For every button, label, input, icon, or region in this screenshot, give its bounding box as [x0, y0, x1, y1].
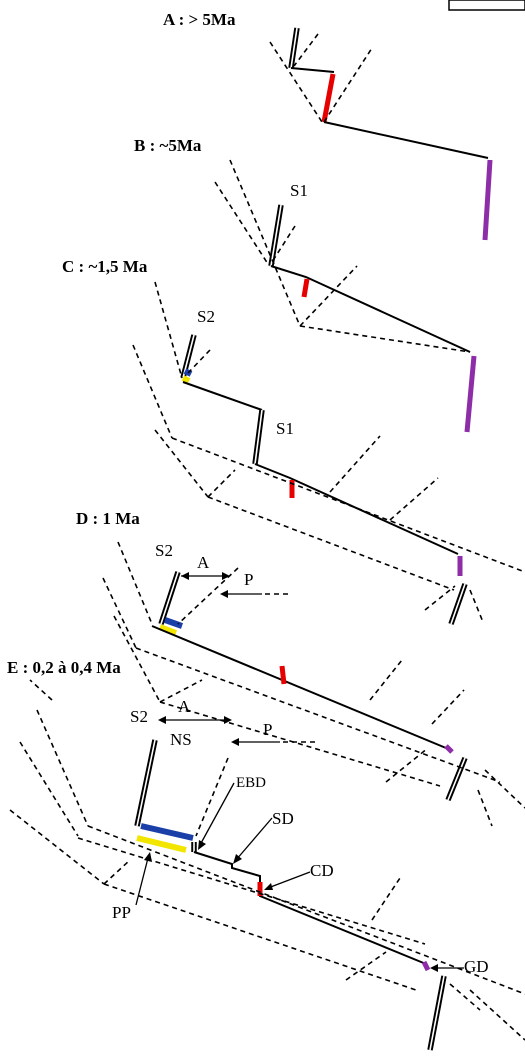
stage-e-dashed-8: [104, 860, 130, 884]
stage-e-dashed-2: [20, 742, 78, 836]
stage-e-double-fault-lower: [430, 976, 444, 1050]
stage-e-dashed-4: [30, 680, 52, 700]
stage-c-dashed-8: [390, 478, 438, 520]
label-s2-stage-c: S2: [197, 307, 215, 326]
label-sd: SD: [272, 809, 294, 828]
stage-a-red-marker: [324, 74, 333, 122]
stage-e-dashed-7: [78, 838, 425, 944]
label-cd: CD: [310, 861, 334, 880]
label-pp: PP: [112, 903, 131, 922]
stage-d-dashed-2: [103, 578, 136, 648]
label-s2-stage-e: S2: [130, 707, 148, 726]
stage-e-sd-pointer: [236, 818, 272, 860]
label-s2-stage-d: S2: [155, 541, 173, 560]
stage-d-p-arrow: [220, 590, 292, 598]
stage-e-p-arrow: [231, 738, 318, 746]
stage-d-dashed-8: [432, 690, 464, 724]
stage-c-title: C : ~1,5 Ma: [62, 257, 148, 276]
stage-e-pp-pointer: [136, 858, 148, 905]
corner-frame: [449, 0, 525, 10]
stage-c-dashed-6: [208, 470, 235, 497]
stage-e: E : 0,2 à 0,4 Ma S2 A NS P EBD SD CD PP …: [7, 658, 525, 1050]
label-p-stage-d: P: [244, 570, 253, 589]
stage-d-dashed-1: [118, 542, 152, 624]
label-ns: NS: [170, 730, 192, 749]
stage-c-dashed-3: [155, 430, 208, 497]
stage-e-dashed-1: [37, 710, 88, 826]
stage-c-dashed-10: [470, 590, 483, 622]
label-p-stage-e: P: [263, 720, 272, 739]
stage-e-dashed-6: [104, 884, 416, 990]
stage-b-dashed-c: [300, 326, 470, 352]
stage-e-gd-pointer-head: [430, 964, 438, 972]
stage-b-red-marker: [304, 279, 307, 297]
stage-c-dashed-7: [330, 436, 380, 492]
label-ebd: EBD: [236, 775, 266, 791]
label-a-stage-d: A: [197, 553, 210, 572]
stage-e-dashed-11: [470, 990, 525, 1040]
stage-a-profile: [291, 68, 334, 72]
stage-c-yellow-marker: [183, 378, 189, 381]
label-gd: GD: [464, 957, 489, 976]
stage-b: B : ~5Ma S1: [134, 136, 474, 432]
stage-e-dashed-5: [88, 826, 525, 994]
label-s1-stage-b: S1: [290, 181, 308, 200]
stage-e-title: E : 0,2 à 0,4 Ma: [7, 658, 121, 677]
stage-d-title: D : 1 Ma: [76, 509, 140, 528]
stage-d-dashed-11: [478, 790, 492, 826]
stage-e-dashed-9: [372, 878, 400, 920]
stage-e-blue-marker-ns: [141, 826, 193, 838]
stage-e-cd-pointer: [268, 872, 310, 888]
stage-e-a-arrow: [158, 716, 232, 724]
stage-b-purple-marker: [467, 356, 474, 432]
stage-c-double-fault-s1: [255, 410, 262, 464]
stage-c-dashed-9: [425, 586, 455, 610]
stage-c-profile-lower: [255, 464, 458, 554]
stage-e-yellow-marker-pp: [137, 838, 186, 850]
stage-a-dashed-left: [270, 42, 322, 122]
label-a-stage-e: A: [178, 697, 191, 716]
stage-a-title: A : > 5Ma: [163, 10, 236, 29]
stage-a-profile-lower: [324, 122, 488, 158]
stage-d-dashed-4: [136, 648, 500, 782]
stage-c-dashed-1: [155, 282, 182, 378]
stage-b-dashed-a: [215, 182, 268, 264]
stage-e-dashed-10: [346, 952, 386, 980]
stage-e-cd-pointer-head: [264, 883, 273, 890]
stage-c-dashed-2: [133, 345, 172, 438]
stage-d-blue-marker: [165, 620, 182, 626]
stage-d-red-marker: [282, 666, 284, 684]
stage-d-dashed-10: [485, 770, 525, 808]
stage-a-purple-marker: [485, 160, 490, 240]
stage-c-profile-upper: [183, 382, 262, 410]
stage-d-dashed-3: [114, 616, 160, 702]
stage-a-double-fault: [291, 28, 297, 68]
stage-b-profile: [271, 266, 470, 352]
stage-d-purple-marker: [446, 746, 452, 752]
stage-e-double-fault-s2: [137, 740, 155, 826]
stage-e-dashed-3: [10, 810, 104, 884]
stage-a: A : > 5Ma: [163, 10, 490, 240]
stage-d-dashed-9: [386, 748, 428, 782]
stage-e-dashed-12: [450, 984, 480, 1010]
label-s1-stage-c: S1: [276, 419, 294, 438]
stage-b-title: B : ~5Ma: [134, 136, 202, 155]
stage-d-double-fault-s2: [161, 572, 178, 624]
stage-d-dashed-7: [370, 660, 402, 700]
stage-e-ebd-pointer: [200, 783, 234, 845]
stage-e-purple-marker-gd: [424, 962, 428, 970]
stage-d-a-arrow: [181, 572, 230, 580]
stage-d-profile: [152, 626, 446, 748]
